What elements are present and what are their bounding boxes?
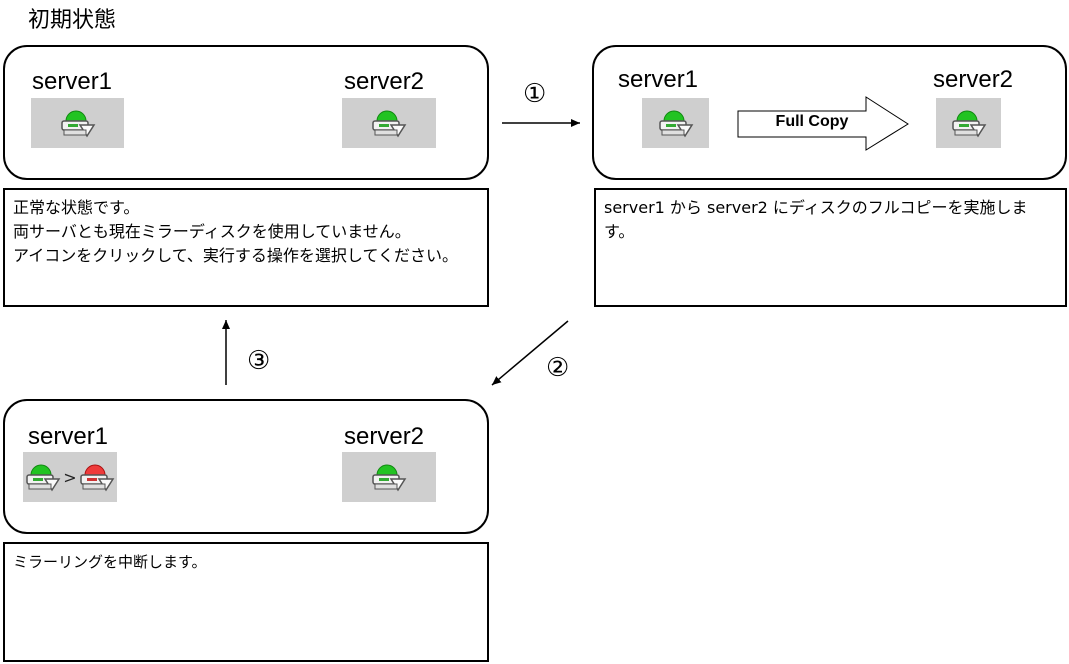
full-copy-description: server1 から server2 にディスクのフルコピーを実施します。 xyxy=(594,188,1067,307)
server2-disk-button[interactable] xyxy=(342,98,436,148)
server2-disk-button[interactable] xyxy=(936,98,1001,148)
server1-disk-button[interactable] xyxy=(642,98,709,148)
page-title: 初期状態 xyxy=(28,8,117,33)
mirror-disk-normal-icon xyxy=(26,464,61,491)
mirror-disk-error-icon xyxy=(79,464,114,491)
server1-label: server1 xyxy=(28,423,109,450)
server1-label: server1 xyxy=(618,66,699,93)
server2-label: server2 xyxy=(933,66,1014,93)
mirror-disk-normal-icon xyxy=(372,464,406,491)
mirror-disk-normal-icon xyxy=(951,110,986,137)
server2-label: server2 xyxy=(344,68,425,95)
suspend-description: ミラーリングを中断します。 xyxy=(3,542,489,662)
step3-number: ③ xyxy=(247,346,271,376)
mirror-disk-normal-icon xyxy=(658,110,693,137)
step2-number: ② xyxy=(546,353,570,383)
server2-label: server2 xyxy=(344,423,425,450)
mirror-disk-normal-icon xyxy=(372,110,406,137)
server2-disk-button[interactable] xyxy=(342,452,436,502)
mirror-disk-normal-icon xyxy=(60,110,95,137)
server1-disk-status[interactable]: > xyxy=(23,452,117,502)
step1-number: ① xyxy=(523,79,547,109)
server1-label: server1 xyxy=(32,68,113,95)
state-change-arrow: > xyxy=(63,467,77,487)
server1-disk-button[interactable] xyxy=(31,98,124,148)
initial-state-description: 正常な状態です。 両サーバとも現在ミラーディスクを使用していません。 アイコンを… xyxy=(3,188,489,307)
full-copy-label: Full Copy xyxy=(775,113,849,130)
